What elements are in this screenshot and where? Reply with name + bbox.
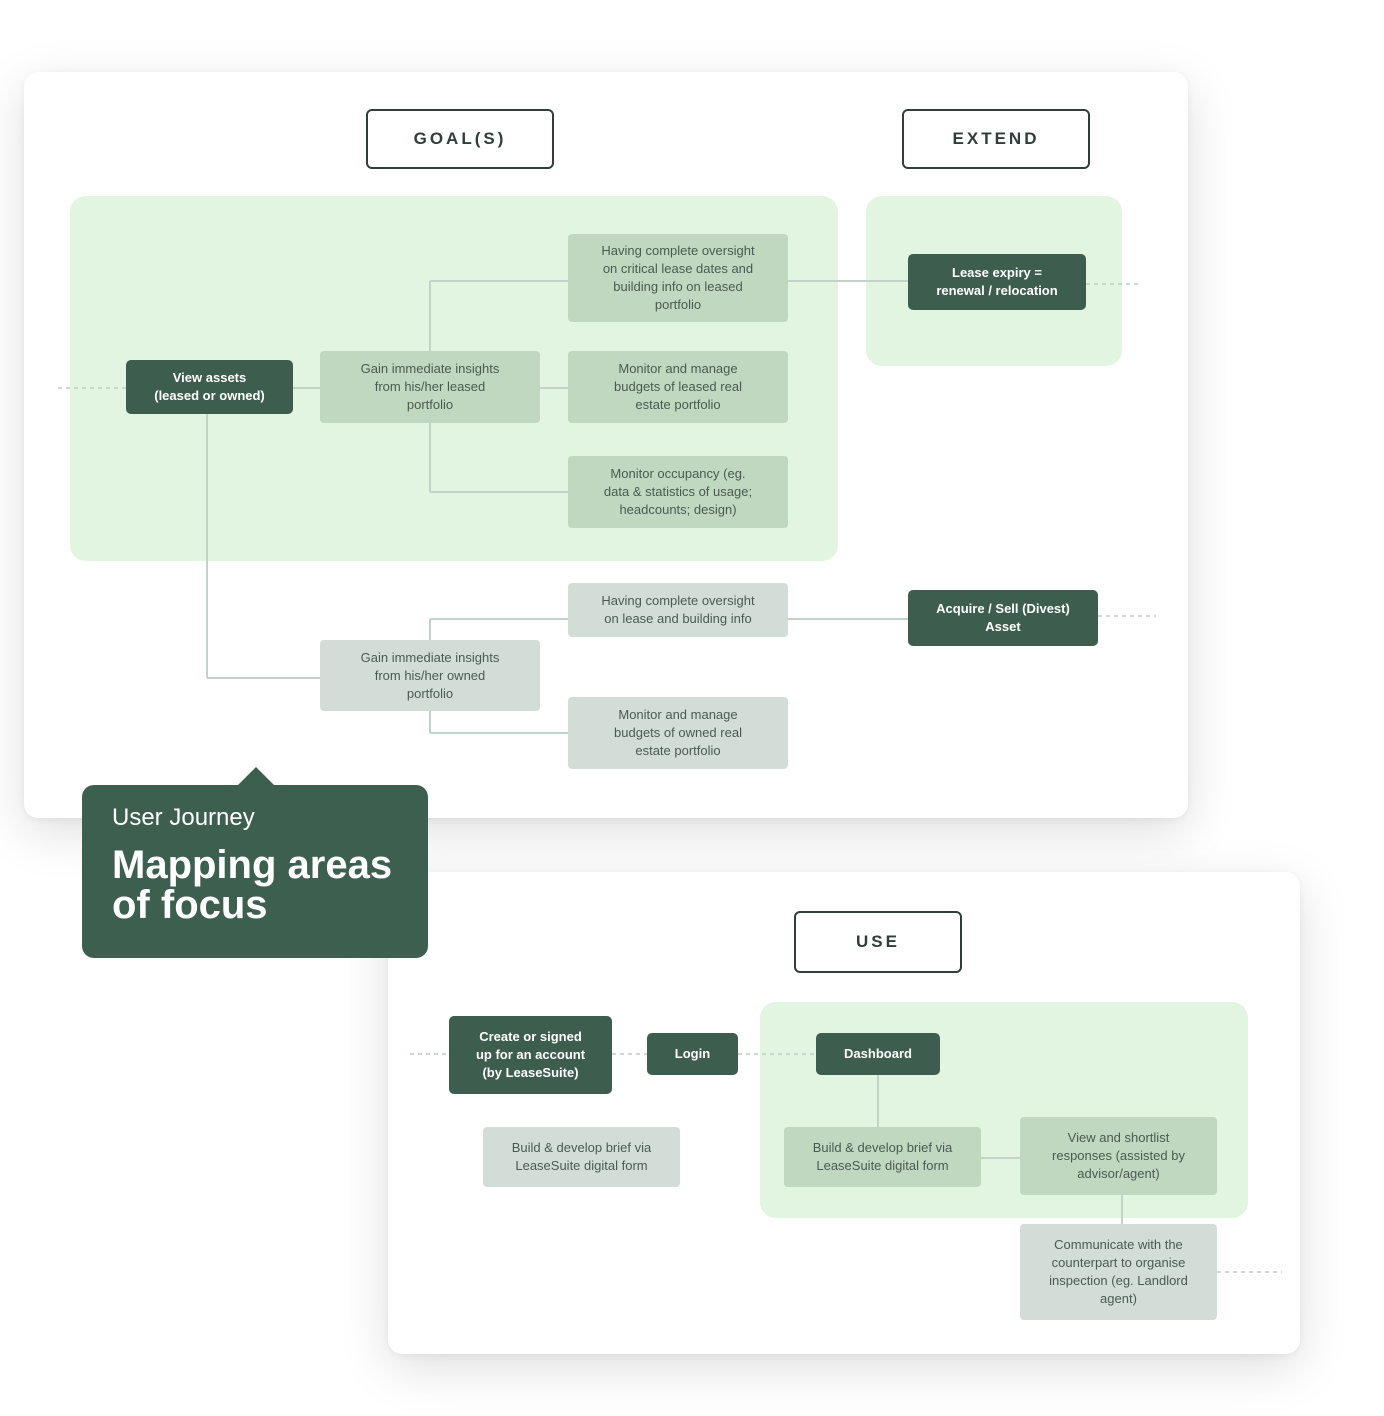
extend-label: EXTEND xyxy=(902,109,1090,169)
title-callout: User Journey Mapping areas of focus xyxy=(82,767,428,958)
create-account-node[interactable]: Create or signed up for an account (by L… xyxy=(449,1016,612,1094)
leased-insights-node[interactable]: Gain immediate insights from his/her lea… xyxy=(320,351,540,423)
build-brief-outside-node[interactable]: Build & develop brief via LeaseSuite dig… xyxy=(483,1127,680,1187)
dashboard-node[interactable]: Dashboard xyxy=(816,1033,940,1075)
occupancy-node[interactable]: Monitor occupancy (eg. data & statistics… xyxy=(568,456,788,528)
build-brief-node[interactable]: Build & develop brief via LeaseSuite dig… xyxy=(784,1127,981,1187)
callout-pointer xyxy=(238,767,274,785)
lease-expiry-node[interactable]: Lease expiry = renewal / relocation xyxy=(908,254,1086,310)
owned-insights-node[interactable]: Gain immediate insights from his/her own… xyxy=(320,640,540,711)
callout-heading: Mapping areas of focus xyxy=(112,843,393,927)
login-node[interactable]: Login xyxy=(647,1033,738,1075)
owned-oversight-node[interactable]: Having complete oversight on lease and b… xyxy=(568,583,788,637)
communicate-node[interactable]: Communicate with the counterpart to orga… xyxy=(1020,1224,1217,1320)
goals-label: GOAL(S) xyxy=(366,109,554,169)
acquire-sell-node[interactable]: Acquire / Sell (Divest) Asset xyxy=(908,590,1098,646)
callout-kicker: User Journey xyxy=(112,804,255,831)
view-assets-node[interactable]: View assets (leased or owned) xyxy=(126,360,293,414)
owned-budgets-node[interactable]: Monitor and manage budgets of owned real… xyxy=(568,697,788,769)
leased-oversight-node[interactable]: Having complete oversight on critical le… xyxy=(568,234,788,322)
use-label: USE xyxy=(794,911,962,973)
leased-budgets-node[interactable]: Monitor and manage budgets of leased rea… xyxy=(568,351,788,423)
view-shortlist-node[interactable]: View and shortlist responses (assisted b… xyxy=(1020,1117,1217,1195)
